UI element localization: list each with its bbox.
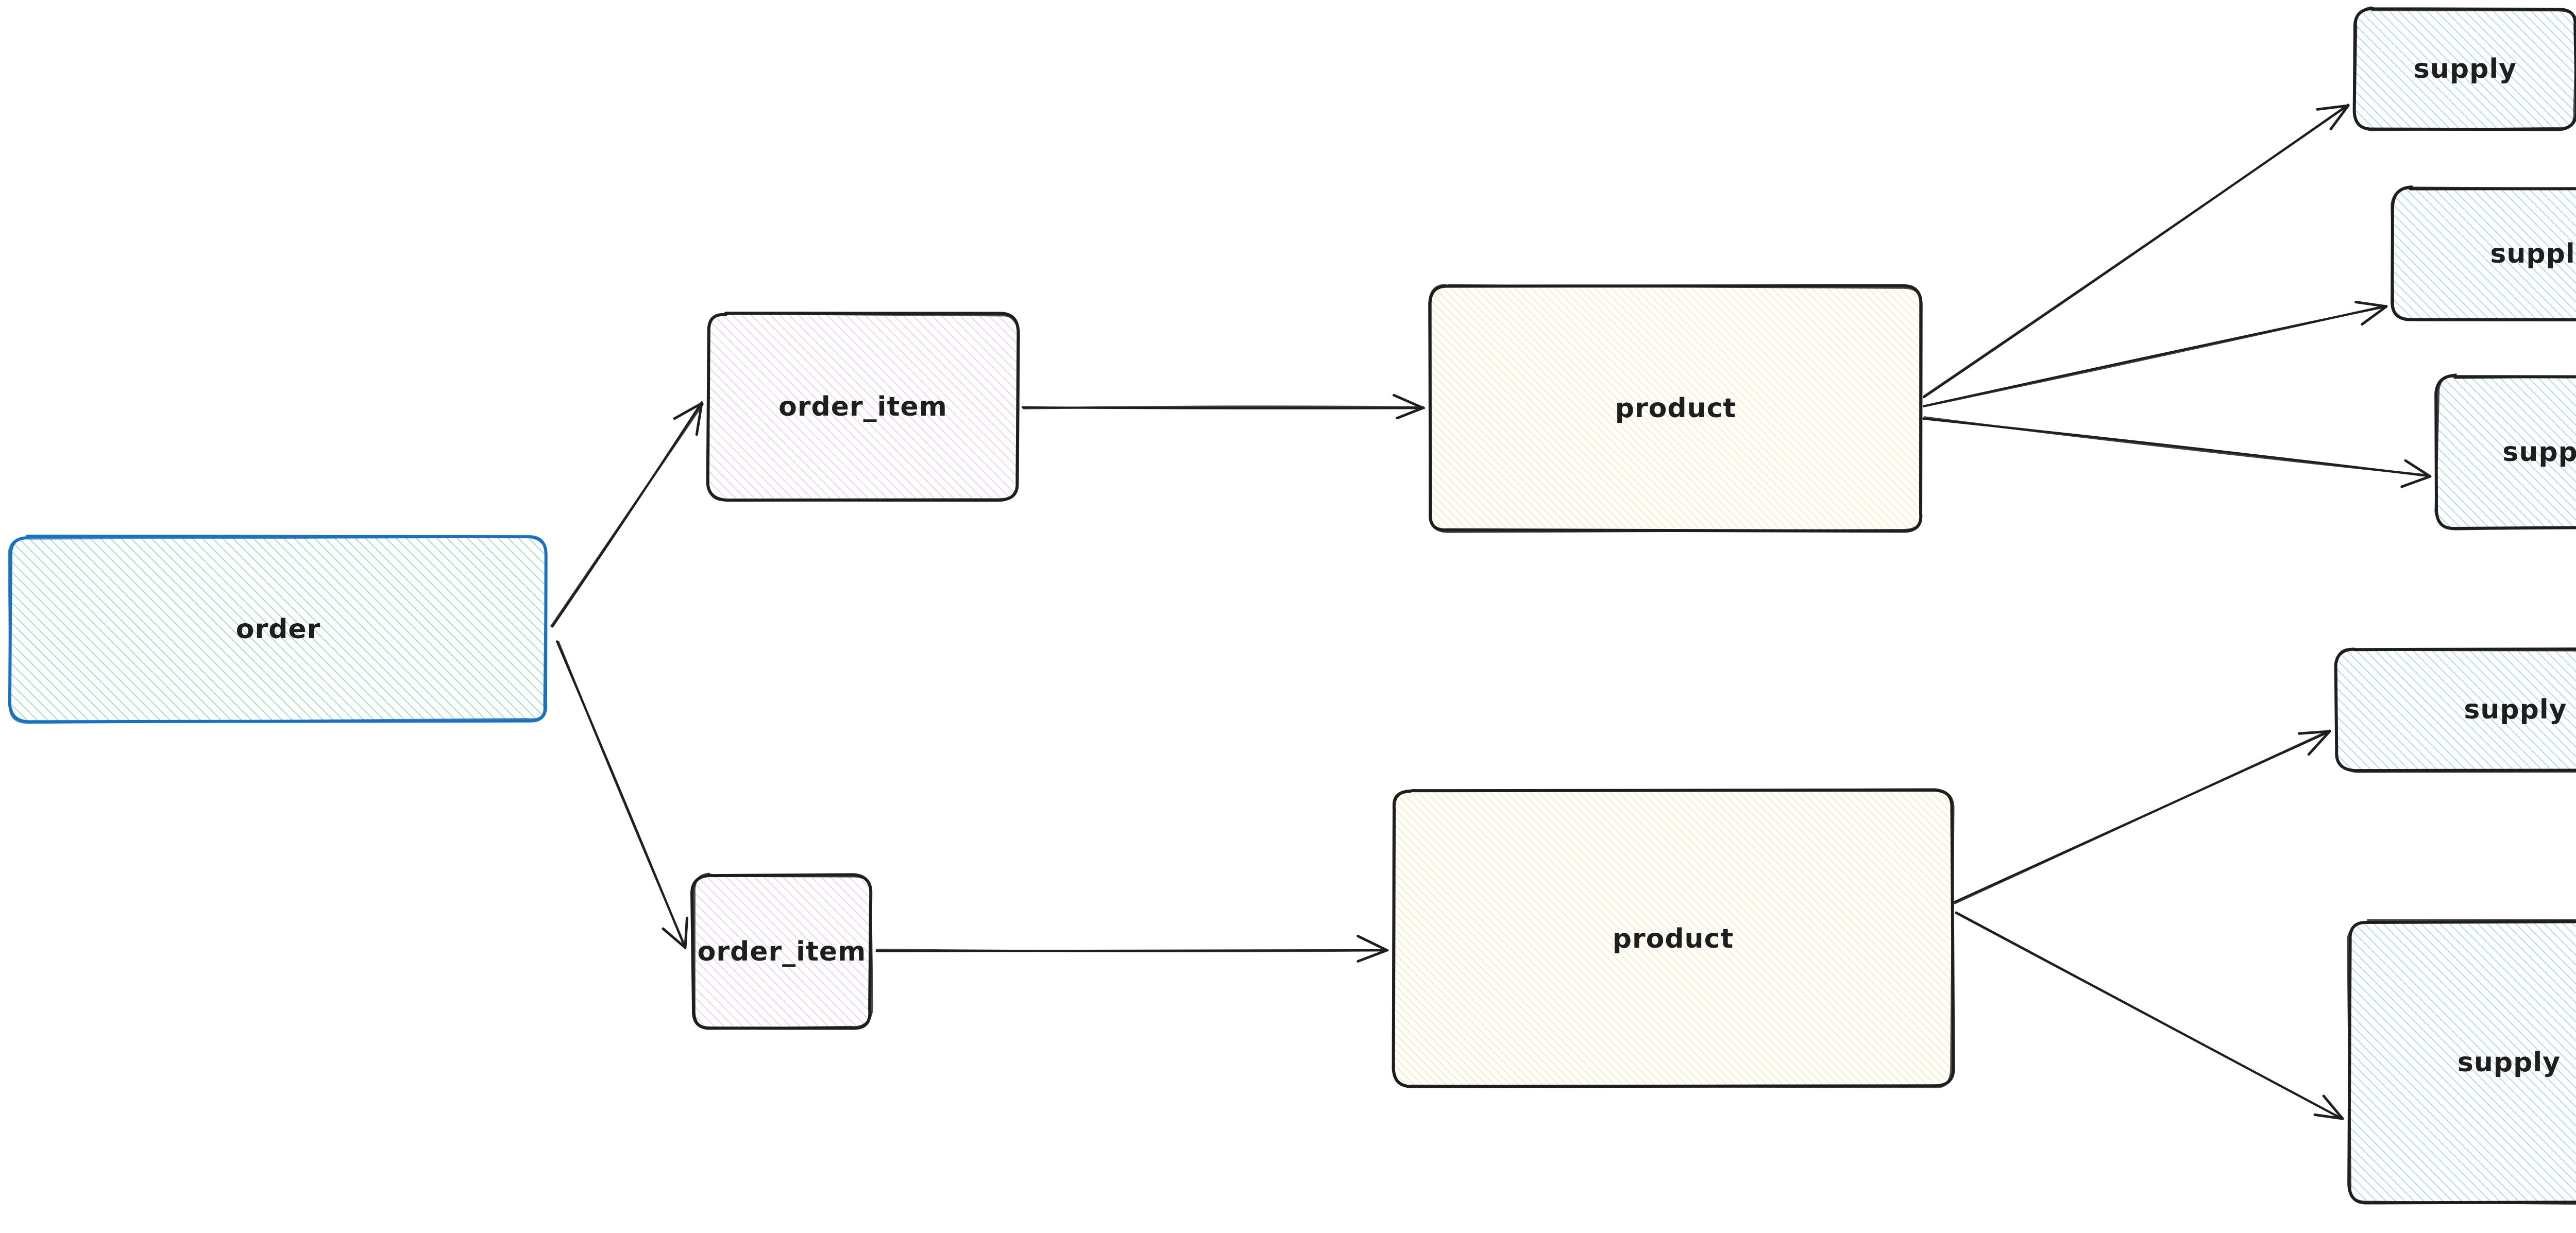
edge-order_item_1-to-product_1[interactable] (1021, 393, 1425, 420)
node-product_1[interactable] (1428, 284, 1923, 533)
node-supply_1[interactable] (2352, 6, 2576, 131)
node-outline (2353, 6, 2576, 131)
edge-arrowhead (2329, 104, 2350, 131)
node-outline (2434, 374, 2576, 530)
edge-line (550, 403, 704, 627)
edges-layer (550, 104, 2432, 1120)
edge-arrowhead (1392, 393, 1425, 409)
node-hatch-fill (693, 876, 871, 1028)
node-order_item_2[interactable] (690, 872, 874, 1030)
node-outline (2335, 648, 2576, 773)
nodes-layer (8, 6, 2576, 1205)
edge-arrowhead (1357, 949, 1388, 963)
edge-arrowhead (662, 927, 687, 949)
node-hatch-fill (2437, 376, 2576, 528)
node-outline (707, 312, 1020, 502)
edge-order_item_2-to-product_2[interactable] (875, 934, 1389, 963)
edge-product_1-to-supply_3[interactable] (1922, 416, 2432, 488)
node-outline (1428, 284, 1922, 533)
node-outline (1392, 788, 1955, 1088)
node-outline (2347, 919, 2576, 1205)
node-hatch-fill (708, 314, 1018, 500)
edge-arrowhead (2316, 104, 2350, 111)
edge-arrowhead (2400, 475, 2432, 488)
node-supply_3[interactable] (2434, 373, 2576, 530)
node-supply_5[interactable] (2347, 919, 2576, 1205)
edge-order-to-order_item_2[interactable] (556, 640, 689, 950)
node-outline (2434, 373, 2576, 530)
edge-line (876, 948, 1389, 952)
edge-arrowhead (2361, 305, 2388, 326)
node-hatch-fill (10, 537, 546, 721)
edge-arrowhead (2298, 730, 2331, 735)
node-supply_2[interactable] (2391, 185, 2576, 321)
node-hatch-fill (1394, 791, 1953, 1087)
edge-arrowhead (2307, 730, 2331, 756)
edge-arrowhead (684, 916, 689, 949)
edge-line (1923, 304, 2387, 407)
edge-arrowhead (2322, 1094, 2344, 1120)
node-hatch-fill (1430, 286, 1922, 530)
node-outline (8, 536, 548, 724)
node-hatch-fill (2393, 188, 2576, 319)
edge-line (557, 641, 687, 948)
edge-arrowhead (2354, 301, 2388, 308)
edge-arrowhead (1396, 406, 1425, 420)
edge-line (1954, 729, 2331, 904)
node-hatch-fill (2354, 9, 2576, 129)
edge-arrowhead (1357, 934, 1388, 952)
edge-arrowhead (695, 402, 703, 436)
node-order_item_1[interactable] (706, 312, 1020, 502)
edge-product_1-to-supply_2[interactable] (1923, 301, 2388, 407)
edge-line (1023, 405, 1425, 409)
node-hatch-fill (2349, 922, 2576, 1203)
node-product_2[interactable] (1392, 788, 1955, 1088)
edge-line (1955, 912, 2344, 1120)
node-supply_4[interactable] (2334, 647, 2576, 773)
edge-line (1923, 104, 2349, 398)
edge-product_2-to-supply_4[interactable] (1954, 729, 2331, 904)
edge-product_2-to-supply_5[interactable] (1955, 911, 2344, 1120)
edge-arrowhead (2313, 1113, 2344, 1120)
node-outline (693, 872, 874, 1030)
node-order[interactable] (8, 535, 548, 724)
edge-arrowhead (673, 402, 703, 420)
edge-product_1-to-supply_1[interactable] (1923, 104, 2350, 399)
edge-line (1923, 416, 2431, 477)
edge-arrowhead (2404, 459, 2432, 478)
node-hatch-fill (2336, 649, 2576, 770)
edge-order-to-order_item_1[interactable] (550, 401, 704, 628)
node-outline (2391, 186, 2576, 320)
